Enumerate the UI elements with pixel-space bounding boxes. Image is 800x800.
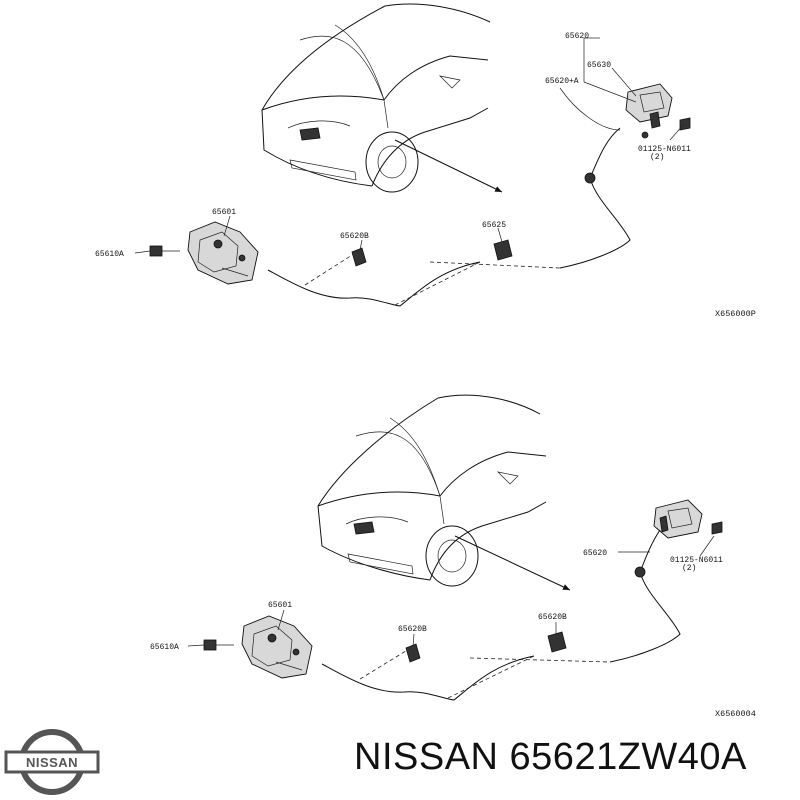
- callout-bolt-qty-bottom: (2): [682, 564, 696, 573]
- callout-65625-top: 65625: [482, 221, 506, 230]
- callout-65630-top: 65630: [587, 61, 611, 70]
- callout-65620b-bottom-right: 65620B: [538, 613, 567, 622]
- release-handle-bottom: [653, 499, 723, 539]
- diagram-bottom: [187, 394, 723, 701]
- callout-65610a-bottom: 65610A: [150, 643, 179, 652]
- hood-lock-top: [187, 221, 259, 285]
- clip-65620b-bottom-left: [405, 643, 421, 663]
- product-title: NISSAN 65621ZW40A: [354, 736, 747, 778]
- callout-65620b-bottom-left: 65620B: [398, 625, 427, 634]
- callout-65601-top: 65601: [212, 208, 236, 217]
- callout-65620-bottom: 65620: [583, 549, 607, 558]
- clip-65620b-bottom-right: [547, 631, 567, 653]
- callout-bolt-bottom: 01125-N6011: [670, 556, 723, 565]
- callout-bolt-qty-top: (2): [650, 153, 664, 162]
- bolt-65610a-bottom: [203, 639, 234, 651]
- car-illustration-bottom: [317, 394, 547, 587]
- callout-65620b-top: 65620B: [340, 232, 369, 241]
- logo-wordmark: NISSAN: [26, 755, 78, 770]
- clip-65625-top: [493, 239, 513, 261]
- hood-lock-bottom: [241, 615, 313, 679]
- callout-65610a-top: 65610A: [95, 250, 124, 259]
- callout-bolt-top: 01125-N6011: [638, 145, 691, 154]
- callout-65620a-top: 65620+A: [545, 77, 579, 86]
- nissan-logo-icon: NISSAN: [4, 729, 100, 795]
- diagram-reference-bottom: X6560004: [715, 709, 756, 719]
- callout-65620-top: 65620: [565, 32, 589, 41]
- bolt-65610a-top: [149, 245, 180, 257]
- car-illustration-top: [261, 3, 491, 193]
- callout-65601-bottom: 65601: [268, 601, 292, 610]
- release-handle-top: [625, 83, 691, 139]
- clip-65620b-top: [351, 247, 367, 267]
- diagram-top: [134, 3, 691, 307]
- diagram-reference-top: X656000P: [715, 309, 756, 319]
